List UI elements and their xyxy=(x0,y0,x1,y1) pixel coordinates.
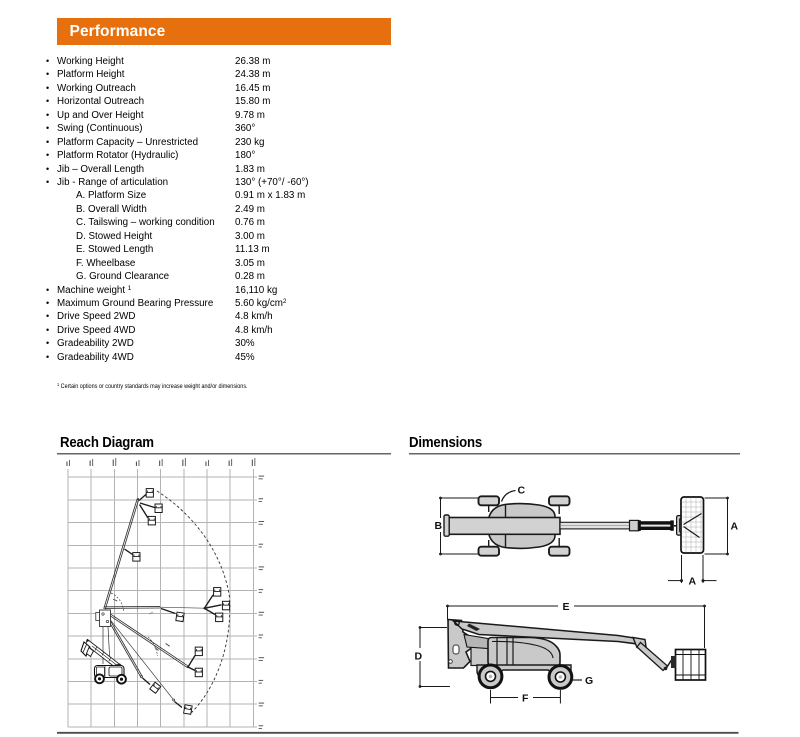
svg-text:D: D xyxy=(415,651,423,663)
svg-text:A: A xyxy=(731,521,739,533)
svg-text:A: A xyxy=(689,576,697,588)
svg-text:F: F xyxy=(522,692,529,704)
svg-text:B: B xyxy=(435,520,443,532)
svg-text:G: G xyxy=(585,675,593,687)
svg-text:E: E xyxy=(563,601,570,613)
svg-text:C: C xyxy=(518,485,526,497)
